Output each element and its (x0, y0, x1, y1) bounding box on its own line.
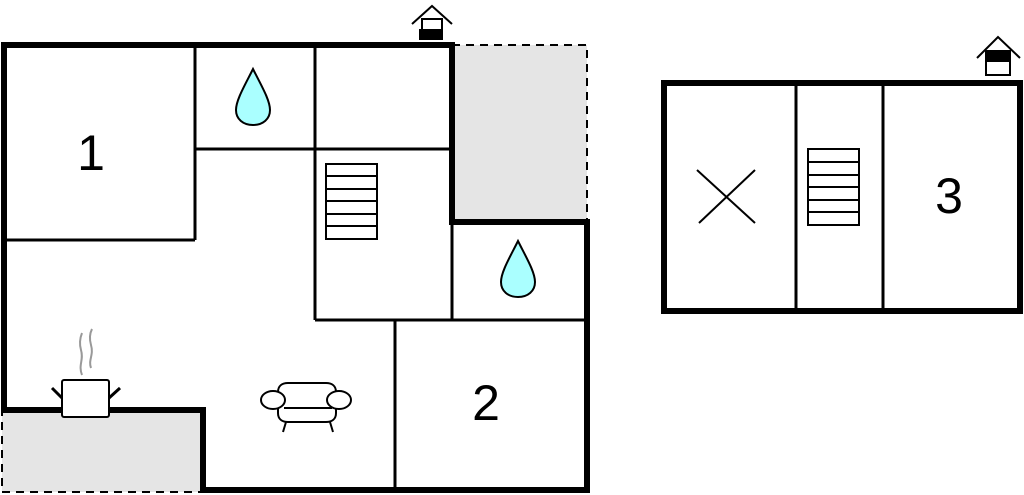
cross-icon (696, 169, 756, 224)
exterior-wall (661, 80, 1023, 314)
terrace-bottom-left (1, 409, 204, 493)
interior-walls (4, 45, 587, 490)
cooking-pot-icon (50, 328, 122, 418)
stairs-icon (325, 163, 378, 240)
floor-plan-ground: 1 2 (1, 4, 590, 493)
room-label: 1 (77, 125, 105, 181)
stairs-icon (807, 148, 860, 226)
entrance-icon (411, 4, 453, 40)
armchair-icon (260, 382, 352, 433)
water-drop-icon (499, 238, 537, 299)
entrance-icon (976, 35, 1021, 76)
terrace-top-right (451, 44, 588, 223)
floor-plan-upper: 3 (661, 35, 1023, 314)
water-drop-icon (234, 66, 272, 127)
room-label: 2 (472, 375, 500, 431)
room-label: 3 (935, 168, 963, 224)
